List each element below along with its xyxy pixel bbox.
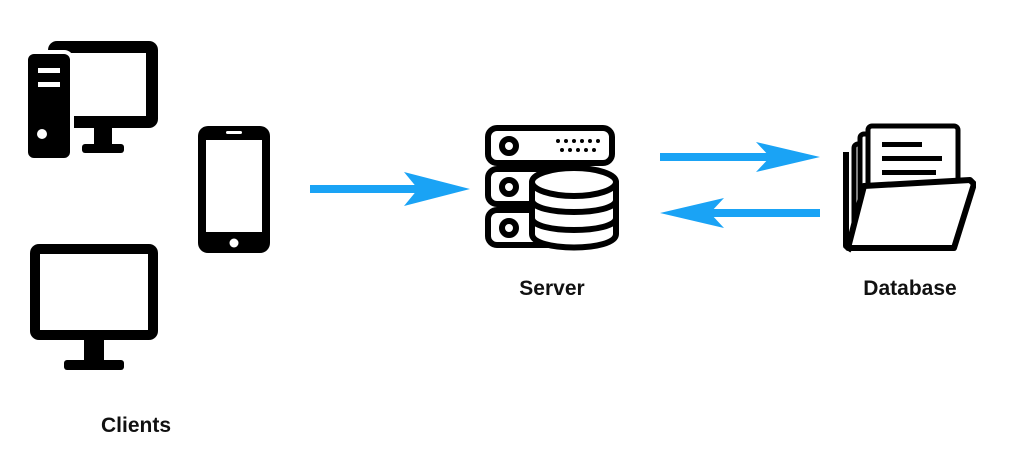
smartphone-icon [196, 124, 272, 255]
clients-label: Clients [100, 414, 171, 437]
arrow-server-to-database [660, 142, 820, 172]
arrow-clients-to-server [310, 172, 470, 206]
document-folder-icon [842, 122, 976, 254]
server-database-icon [484, 124, 620, 252]
desktop-tower-icon [24, 38, 162, 164]
server-label: Server [519, 277, 585, 300]
database-label: Database [863, 277, 957, 300]
monitor-icon [28, 242, 160, 374]
arrow-database-to-server [660, 198, 820, 228]
